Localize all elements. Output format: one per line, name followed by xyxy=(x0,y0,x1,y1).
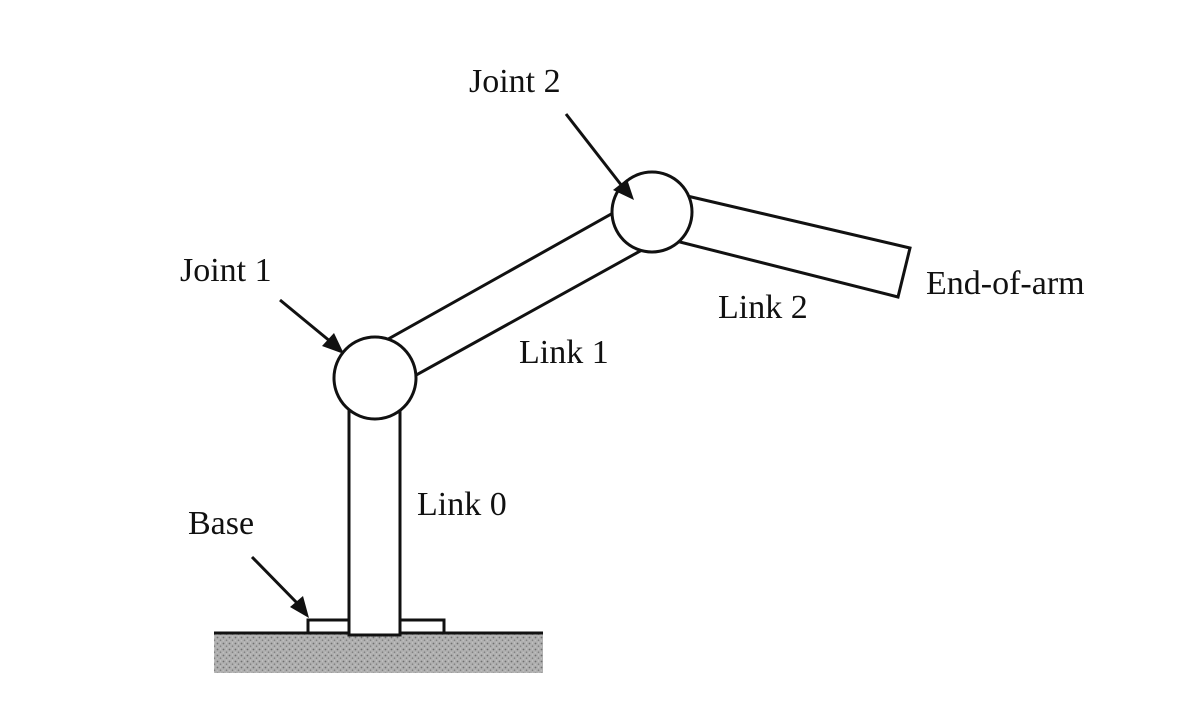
base-arrow xyxy=(250,555,309,618)
label-link-2: Link 2 xyxy=(718,289,808,326)
label-link-1: Link 1 xyxy=(519,334,609,371)
joint-1-arrow xyxy=(279,298,344,354)
label-base: Base xyxy=(188,505,254,542)
joint-1-circle xyxy=(332,335,418,421)
joint-2-arrow xyxy=(564,113,634,200)
ground-hatch xyxy=(214,633,543,673)
link-0-plate-mask xyxy=(350,618,399,624)
link-2-bar xyxy=(662,190,912,299)
label-joint-2: Joint 2 xyxy=(469,63,561,100)
label-joint-1: Joint 1 xyxy=(180,252,272,289)
label-link-0: Link 0 xyxy=(417,486,507,523)
label-end-of-arm: End-of-arm xyxy=(926,265,1085,302)
joint-2-circle xyxy=(610,170,694,254)
link-0-column xyxy=(347,393,402,637)
